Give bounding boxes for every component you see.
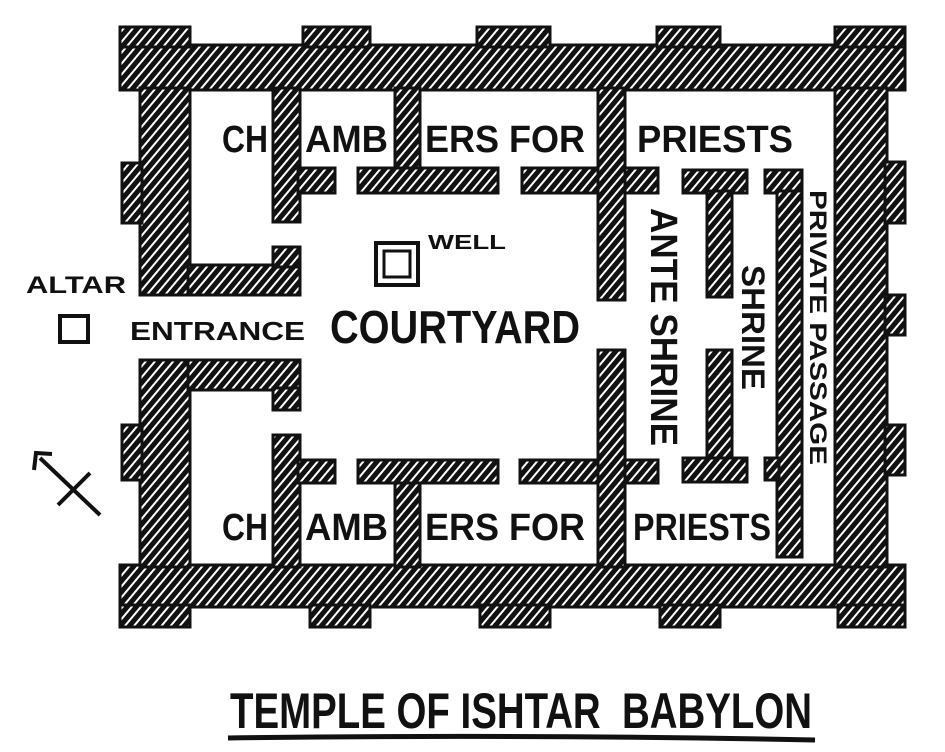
courtyard-label: COURTYARD	[330, 301, 580, 353]
walls	[118, 25, 907, 629]
chamber-label-bottom-2: AMB	[305, 507, 388, 549]
entrance-label: ENTRANCE	[130, 316, 305, 346]
chamber-label-top-4: PRIESTS	[637, 119, 793, 161]
chamber-label-bottom-3: ERS FOR	[425, 507, 585, 549]
altar-label: ALTAR	[26, 272, 126, 299]
chamber-label-top-1: CH	[222, 119, 268, 161]
private-passage-label: PRIVATE PASSAGE	[804, 190, 831, 465]
chamber-label-bottom-1: CH	[222, 507, 268, 549]
chamber-label-bottom-4: PRIESTS	[633, 507, 771, 549]
chamber-label-top-3: ERS FOR	[425, 119, 585, 161]
well-symbol	[374, 241, 420, 287]
diagram-title: TEMPLE OF ISHTAR BABYLON	[230, 683, 812, 739]
chamber-label-top-2: AMB	[305, 119, 388, 161]
altar-symbol	[58, 314, 90, 344]
title-underline	[227, 733, 816, 743]
shrine-label: SHRINE	[735, 265, 771, 390]
well-label: WELL	[428, 232, 506, 254]
ante-shrine-label: ANTE SHRINE	[642, 208, 684, 446]
north-arrow-icon	[32, 450, 102, 517]
